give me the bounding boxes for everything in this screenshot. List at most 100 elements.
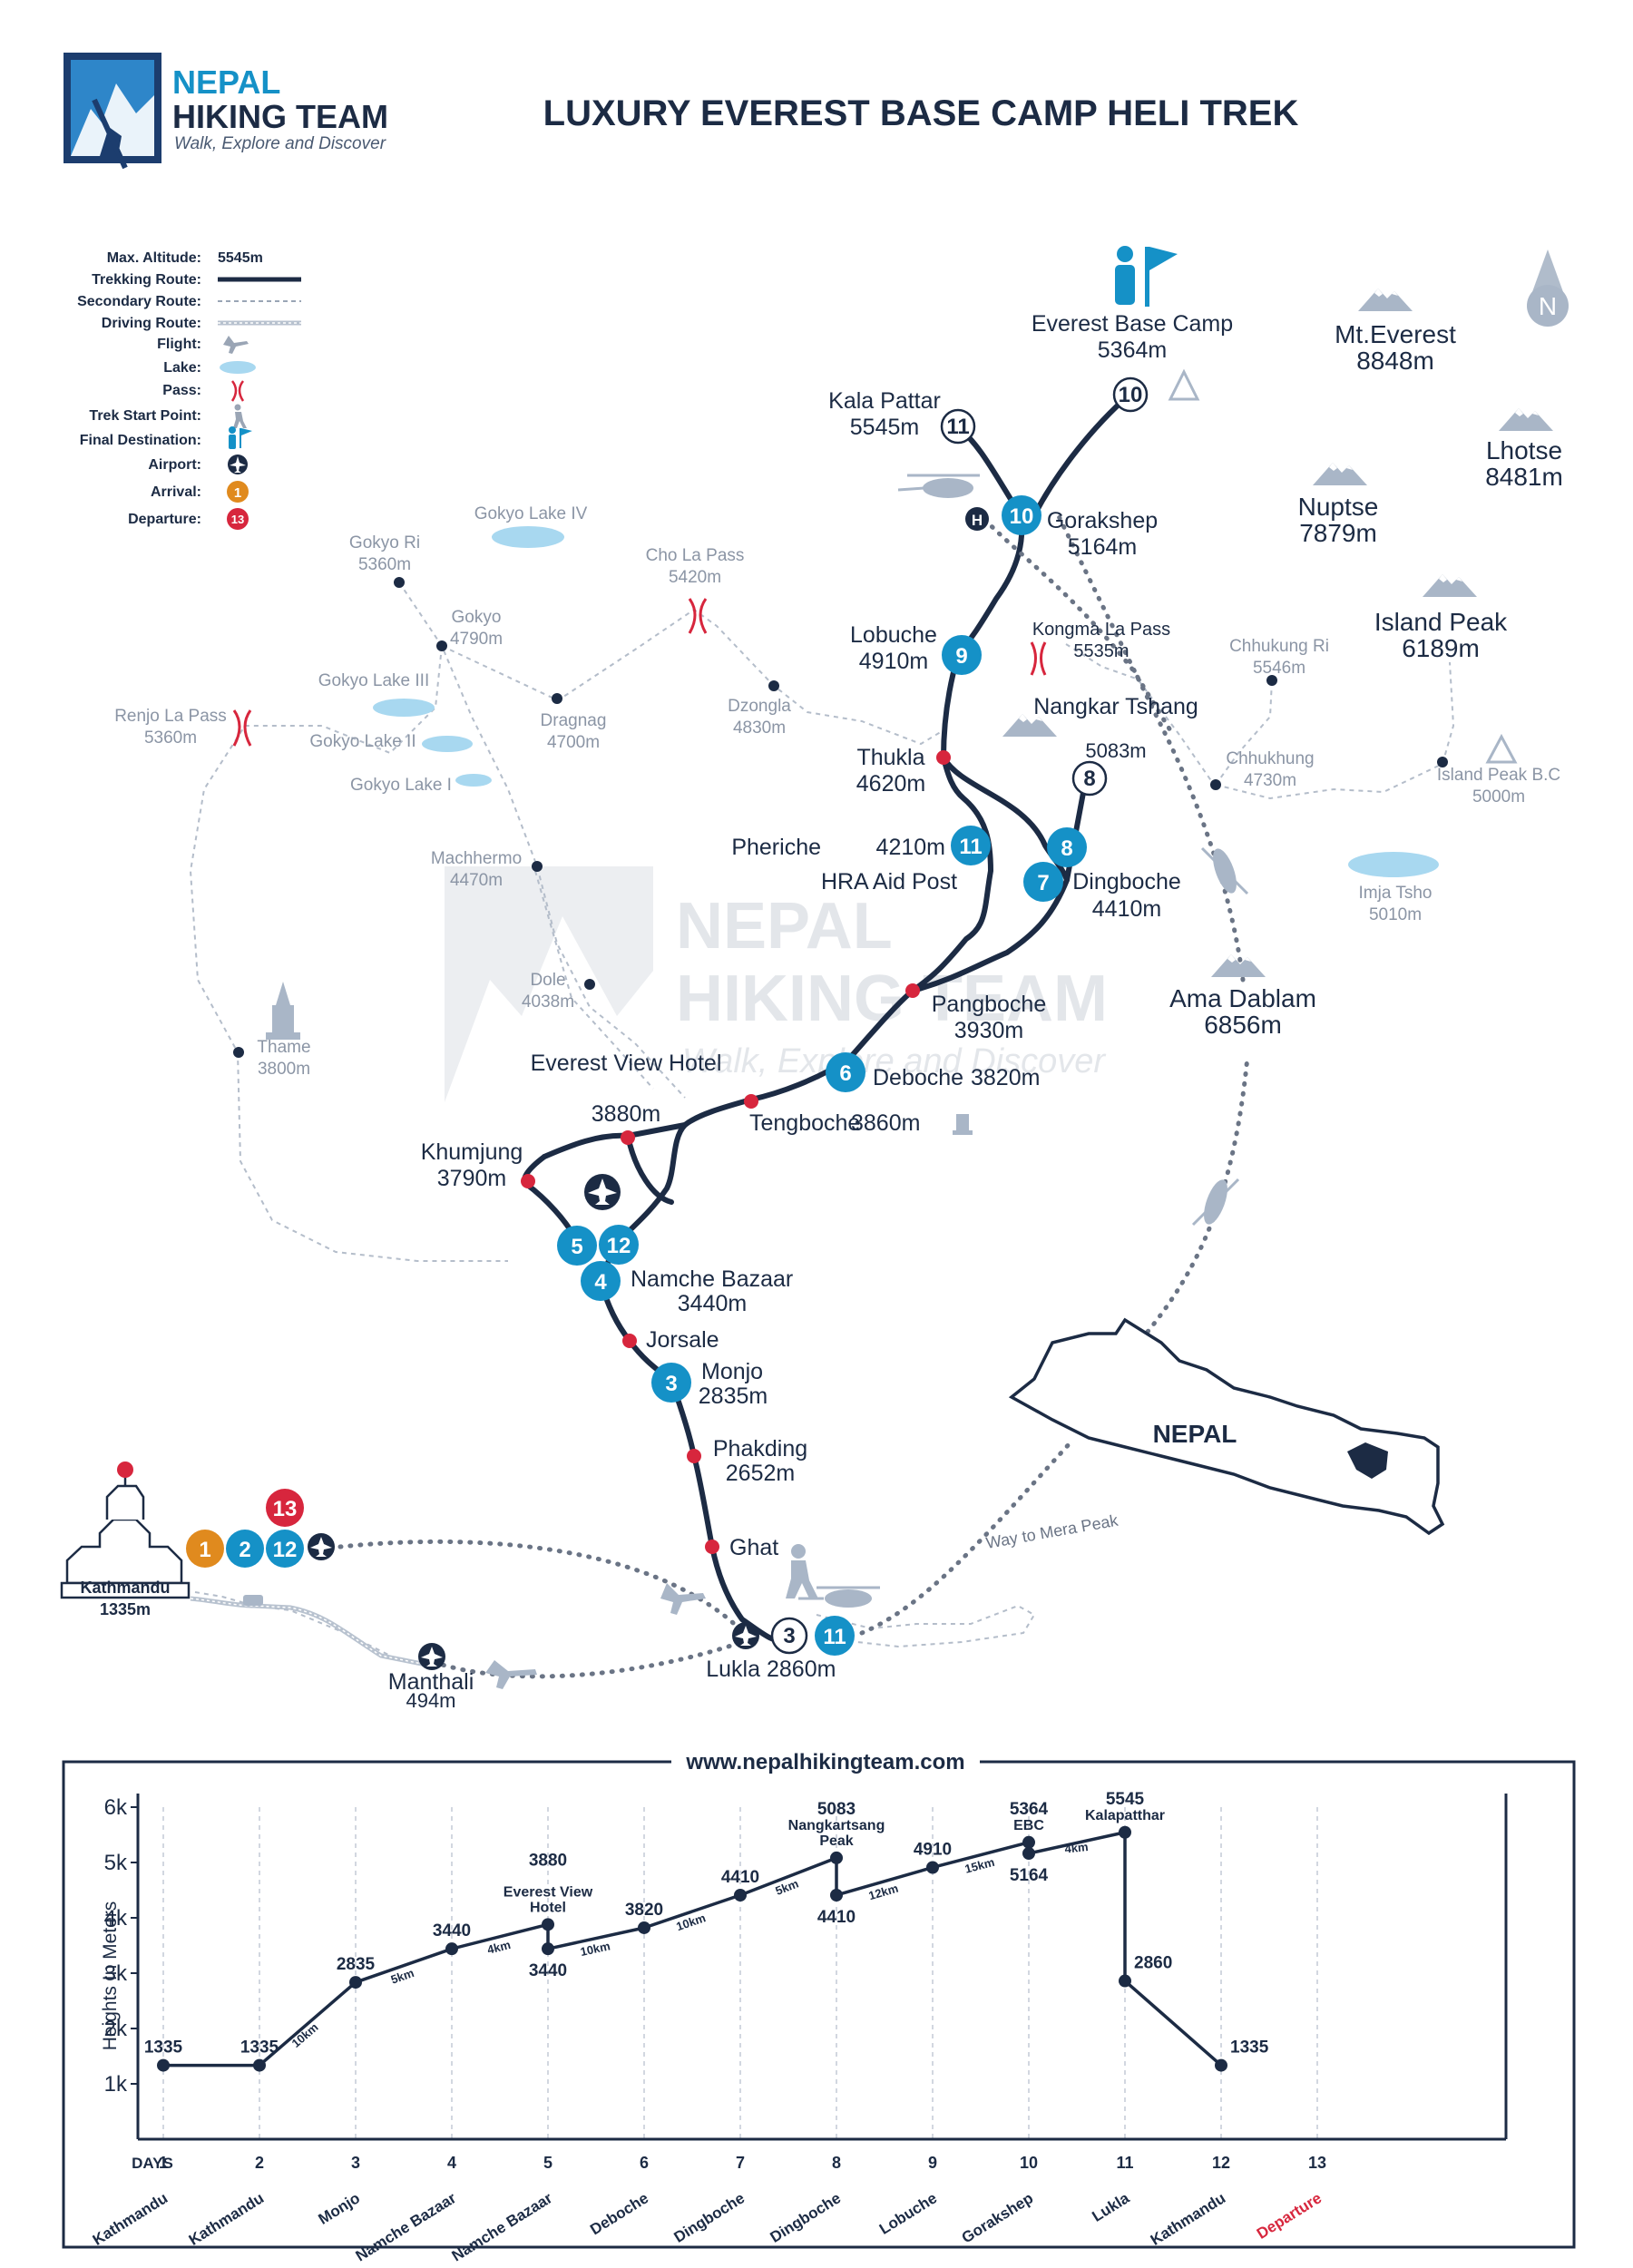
day-badge-number: 10 bbox=[1119, 383, 1143, 407]
day-badge-number: 12 bbox=[607, 1234, 631, 1258]
place-name: Imja Tsho bbox=[1359, 884, 1433, 903]
day-place-label: Lukla bbox=[1089, 2189, 1132, 2225]
day-badge bbox=[266, 1489, 304, 1527]
secondary-labels: Gokyo Lake IV Gokyo Ri 5360m Cho La Pass… bbox=[114, 504, 1560, 1079]
day-badges: 11 10 10 9 8 8 7 11 6 5 12 4 3 3 11 1 2 bbox=[186, 376, 1149, 1656]
place-alt: 3820m bbox=[971, 1065, 1040, 1090]
place-alt: 3800m bbox=[258, 1060, 310, 1079]
airport-icon bbox=[584, 1174, 621, 1210]
place-name: Everest Base Camp bbox=[1032, 311, 1233, 337]
stop-dot bbox=[687, 1449, 701, 1463]
lake-icon bbox=[455, 774, 492, 787]
legend-label: Flight: bbox=[157, 337, 201, 352]
y-tick-label: 2k bbox=[104, 2017, 128, 2041]
mountain-icon bbox=[1358, 288, 1413, 311]
day-number: 3 bbox=[351, 2154, 360, 2172]
place-name: Thukla bbox=[856, 745, 924, 770]
stop-dots bbox=[521, 750, 951, 1554]
profile-point bbox=[542, 1942, 554, 1956]
profile-value-label: 3440 bbox=[433, 1921, 471, 1941]
brand-tagline: Walk, Explore and Discover bbox=[174, 134, 386, 153]
mountain-icon bbox=[1423, 574, 1477, 597]
place-name: Namche Bazaar bbox=[631, 1266, 793, 1292]
day-badge-number: 8 bbox=[1061, 836, 1072, 861]
place-name: Gokyo Lake II bbox=[309, 732, 416, 751]
place-name: Deboche bbox=[873, 1065, 963, 1090]
place-name: Gokyo Lake IV bbox=[474, 504, 588, 523]
profile-point bbox=[1215, 2058, 1227, 2072]
day-place-label: Gorakshep bbox=[959, 2189, 1036, 2246]
profile-point bbox=[1022, 1846, 1035, 1860]
day-badge-number: 3 bbox=[665, 1372, 677, 1396]
helicopter-icon bbox=[897, 474, 980, 498]
place-name: Khumjung bbox=[421, 1139, 523, 1165]
day-number: 13 bbox=[1308, 2154, 1326, 2172]
profile-point bbox=[830, 1888, 843, 1901]
place-alt: 4830m bbox=[733, 719, 786, 738]
place-alt: 3860m bbox=[851, 1110, 920, 1136]
place-alt: 4730m bbox=[1244, 771, 1296, 790]
place-alt: 5364m bbox=[1098, 337, 1167, 363]
tent-icon bbox=[1485, 733, 1518, 764]
day-badge bbox=[581, 1261, 621, 1301]
profile-value-label: 3880 bbox=[529, 1851, 567, 1870]
peak-alt: 7879m bbox=[1299, 519, 1377, 547]
profile-point bbox=[638, 1921, 650, 1934]
day-badge bbox=[226, 1530, 264, 1568]
day-badge bbox=[651, 1363, 691, 1403]
logo-pole bbox=[92, 98, 128, 170]
day-place-label: Departure bbox=[1254, 2189, 1325, 2243]
day-badge-number: 2 bbox=[239, 1538, 250, 1562]
place-name: Pangboche bbox=[932, 992, 1047, 1017]
place-alt: 2835m bbox=[699, 1383, 768, 1409]
place-alt: 2860m bbox=[767, 1657, 836, 1682]
day-badge-number: 1 bbox=[199, 1538, 210, 1562]
day-place-label: Dingboche bbox=[671, 2189, 748, 2246]
legend-label: Driving Route: bbox=[102, 316, 201, 331]
legend-label: Secondary Route: bbox=[77, 294, 201, 309]
airport-icon bbox=[308, 1533, 335, 1560]
place-name: Pheriche bbox=[731, 835, 821, 860]
day-number: 7 bbox=[736, 2154, 745, 2172]
profile-point bbox=[734, 1888, 747, 1901]
profile-caption-label: EBC bbox=[1013, 1818, 1044, 1833]
legend-label: Trekking Route: bbox=[92, 272, 201, 288]
hiker-icon bbox=[233, 404, 247, 428]
profile-caption-label: Kalapatthar bbox=[1085, 1808, 1165, 1823]
place-name: Manthali bbox=[388, 1669, 474, 1695]
arrival-badge-number: 1 bbox=[234, 485, 241, 501]
peak-name: Island Peak bbox=[1374, 608, 1508, 636]
peak-alt: 6856m bbox=[1204, 1011, 1282, 1039]
day-badge bbox=[826, 1052, 865, 1092]
profile-value-label: 2860 bbox=[1134, 1954, 1172, 1973]
website-url[interactable]: www.nepalhikingteam.com bbox=[685, 1750, 964, 1774]
peak-name: Nuptse bbox=[1298, 493, 1379, 521]
lake-icon bbox=[422, 736, 473, 752]
day-place-label: Deboche bbox=[587, 2189, 651, 2238]
day-number: 8 bbox=[832, 2154, 841, 2172]
profile-point bbox=[542, 1918, 554, 1931]
day-number: 1 bbox=[159, 2154, 168, 2172]
place-alt: 5083m bbox=[1085, 739, 1146, 762]
place-alt: 5360m bbox=[144, 728, 197, 748]
profile-point bbox=[926, 1861, 939, 1874]
legend-max-altitude-label: Max. Altitude: bbox=[107, 250, 201, 266]
country-label: NEPAL bbox=[1153, 1420, 1237, 1448]
flag-icon bbox=[1115, 246, 1178, 307]
day-badge bbox=[186, 1530, 224, 1568]
profile-points bbox=[157, 1825, 1227, 2072]
day-badge bbox=[557, 1226, 597, 1266]
place-alt: 3440m bbox=[678, 1291, 747, 1316]
place-name: Gorakshep bbox=[1047, 508, 1158, 533]
profile-value-label: 5364 bbox=[1010, 1800, 1049, 1819]
profile-value-label: 4910 bbox=[914, 1840, 952, 1859]
arrival-badge bbox=[227, 481, 249, 503]
place-name: Dingboche bbox=[1072, 869, 1181, 894]
kongma-la-route bbox=[975, 510, 1173, 733]
place-name: Cho La Pass bbox=[646, 546, 745, 565]
main-labels: Everest Base Camp 5364m Kala Pattar 5545… bbox=[81, 311, 1234, 1712]
driving-route bbox=[190, 1596, 427, 1667]
